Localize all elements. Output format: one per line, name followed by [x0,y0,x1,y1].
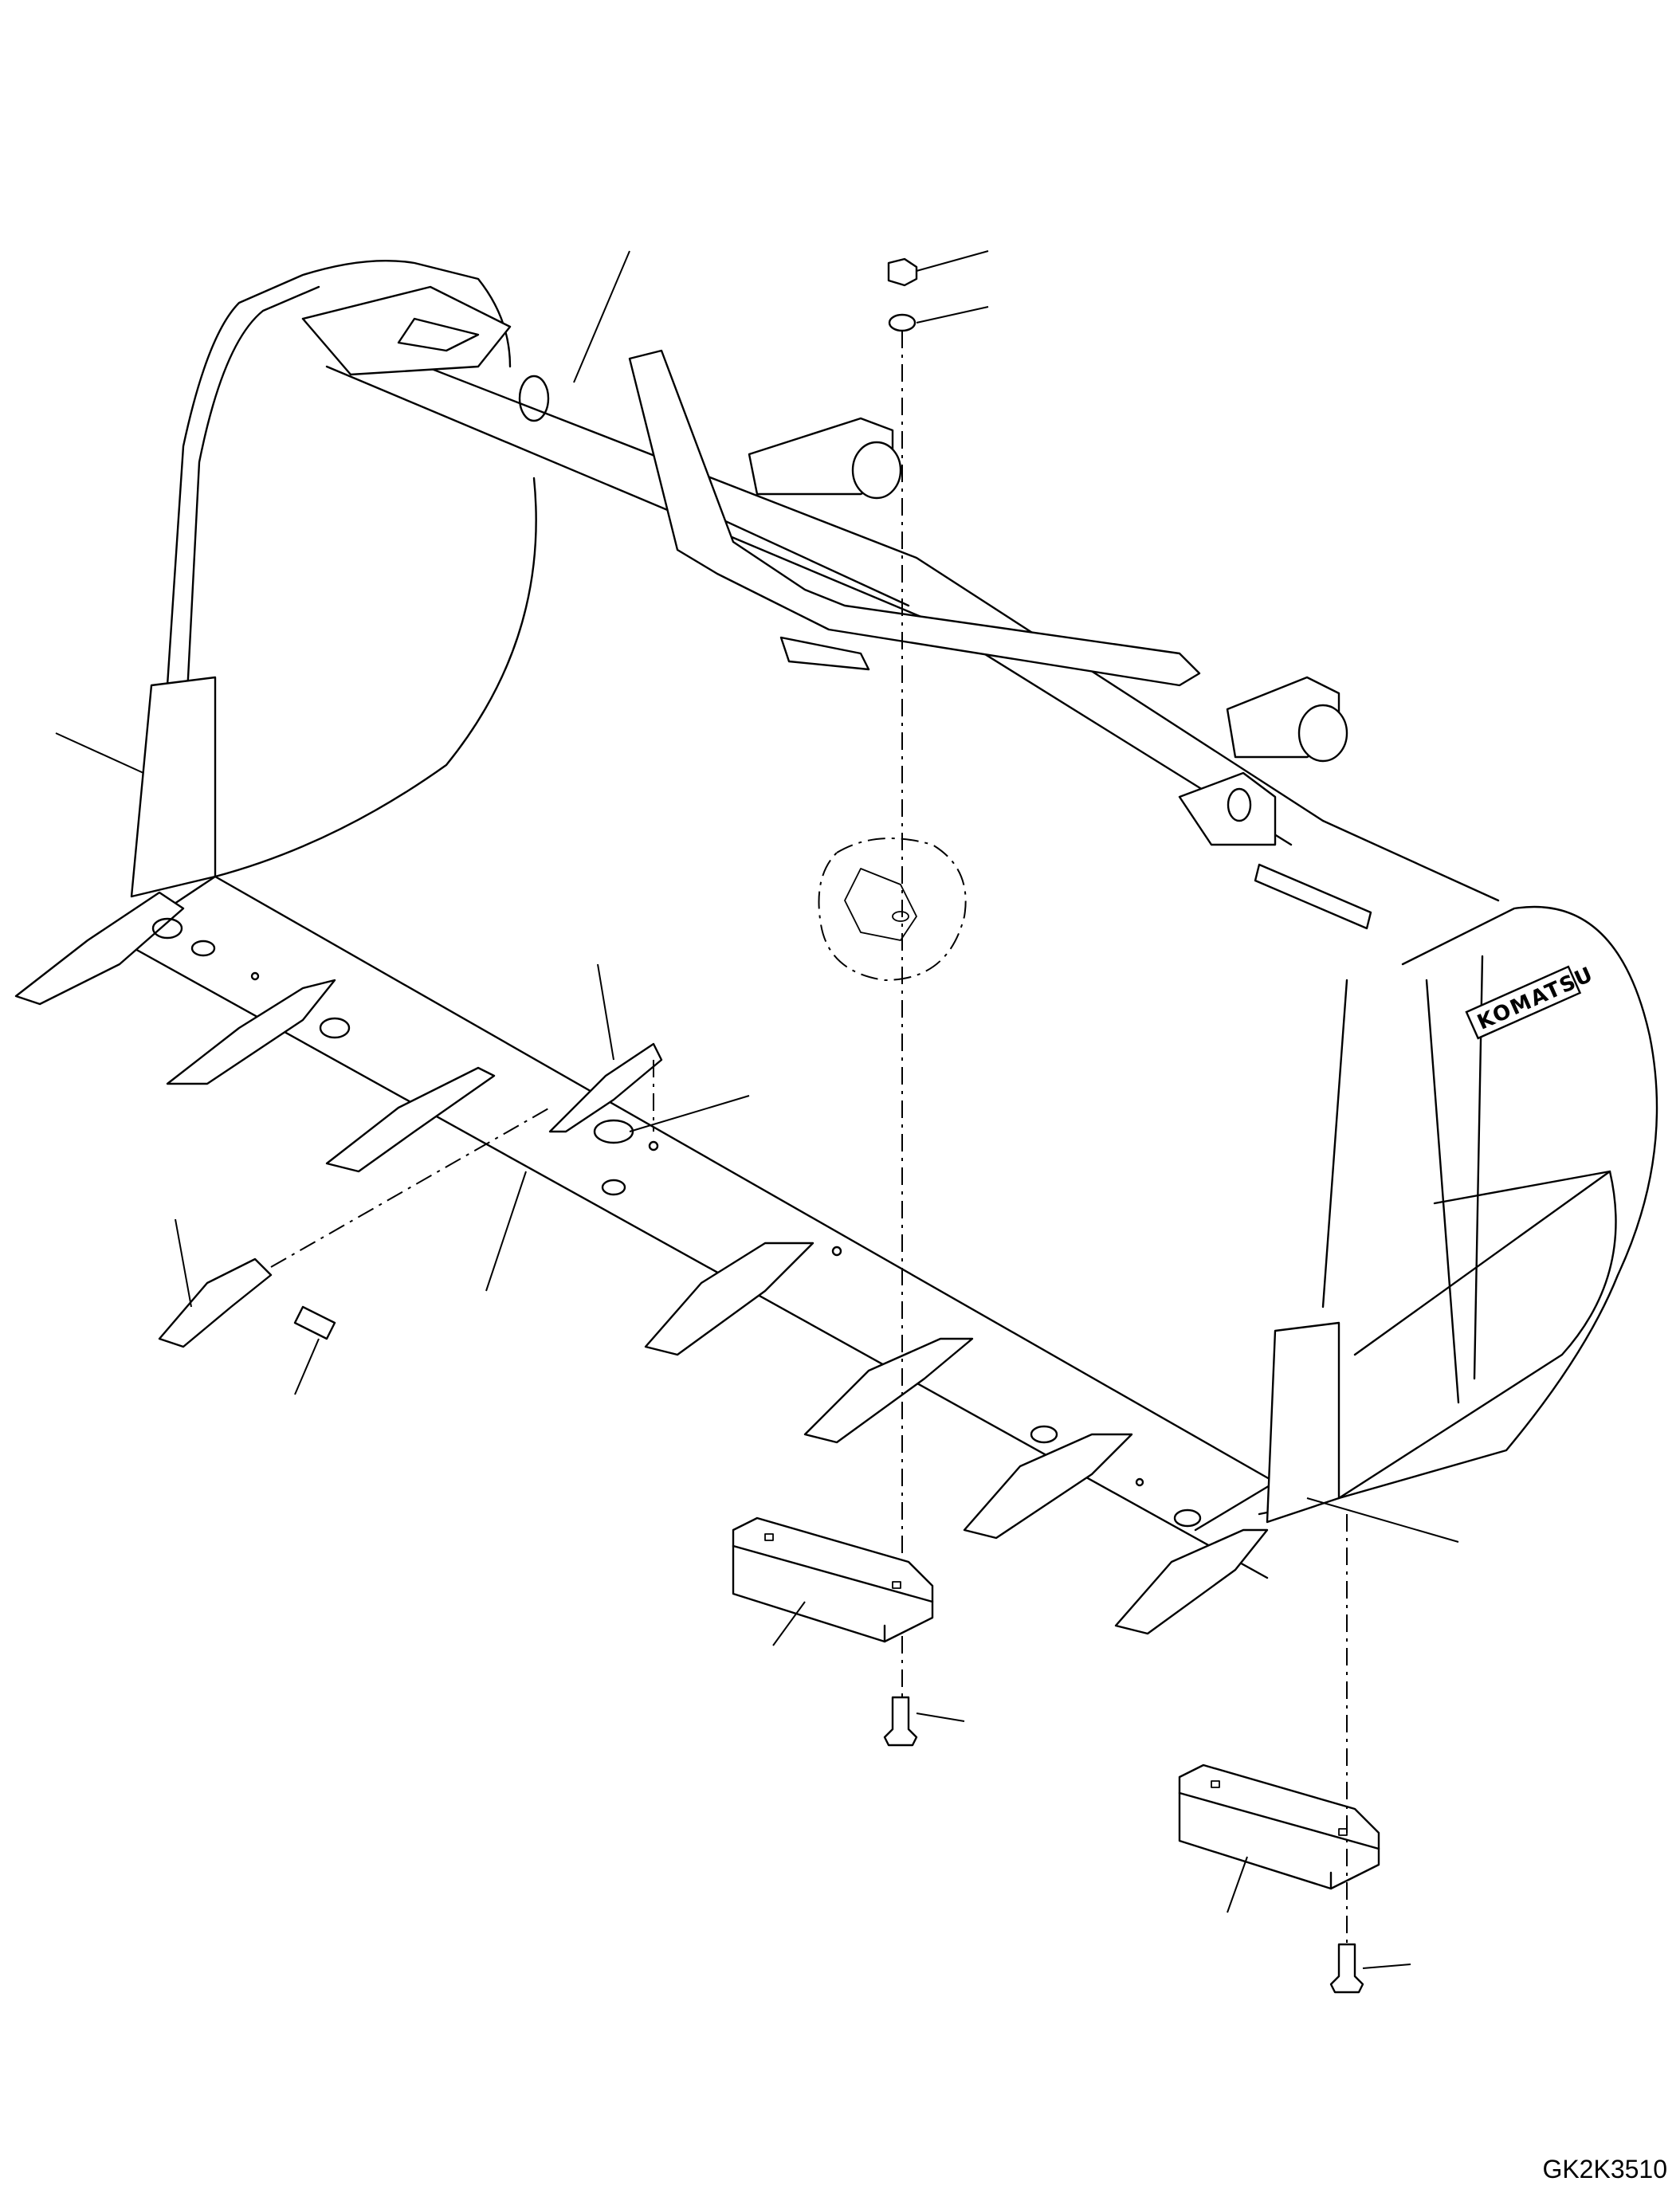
detail-callout-outline [818,838,967,982]
tooth-4 [548,1042,663,1133]
bolt-left [883,1696,918,1747]
nut [887,257,918,287]
tooth-exploded [158,1257,273,1348]
drawing-code-label: GK2K3510 [1542,2155,1667,2183]
tooth-6 [803,1337,974,1444]
tooth-5 [644,1242,814,1356]
bucket-body [118,259,1658,1579]
teeth-row [14,891,1269,1635]
tooth-2 [166,979,336,1085]
leader-lines [55,250,1459,1969]
upper-bar-assembly [628,349,1348,846]
hardware [653,257,1380,1994]
wear-plate-right [1178,1763,1380,1890]
tooth-1 [14,891,185,1006]
bar-logo-plate [1254,863,1372,930]
brand-logo-text: KOMATSU [1474,963,1597,1035]
tooth-7 [963,1433,1133,1540]
washer [888,313,917,332]
detail-callout-part [844,868,917,941]
bolt-right [1329,1943,1364,1994]
tooth-3 [325,1066,496,1173]
tooth-pin [293,1305,336,1340]
brand-plate: KOMATSU [1465,963,1598,1040]
tooth-8 [1114,1528,1269,1635]
detail-callout-hole [892,911,909,922]
